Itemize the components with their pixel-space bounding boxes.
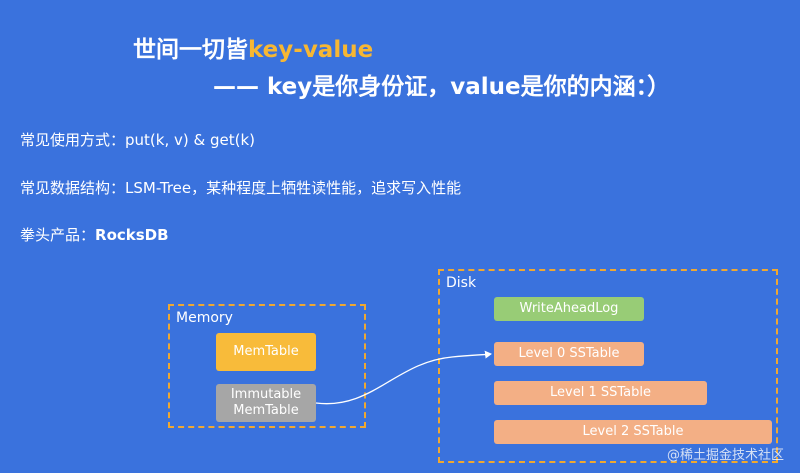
- flush-arrow-path: [315, 350, 492, 405]
- disk-region: Disk: [438, 269, 778, 463]
- write-ahead-log-block: WriteAheadLog: [494, 297, 644, 321]
- usage-value: put(k, v) & get(k): [125, 131, 255, 149]
- title-line-2: —— key是你身份证，value是你的内涵：）: [213, 74, 671, 100]
- level1-sstable-block: Level 1 SSTable: [494, 381, 707, 405]
- structure-line: 常见数据结构：LSM-Tree，某种程度上牺牲读性能，追求写入性能: [20, 177, 461, 198]
- title-prefix: 世间一切皆: [133, 37, 248, 63]
- disk-label: Disk: [446, 275, 477, 291]
- product-label: 拳头产品：: [20, 226, 96, 244]
- watermark: @稀土掘金技术社区: [666, 448, 784, 463]
- usage-label: 常见使用方式：: [20, 131, 126, 149]
- level2-sstable-block: Level 2 SSTable: [494, 420, 772, 444]
- memtable-block: MemTable: [216, 333, 316, 371]
- structure-label: 常见数据结构：: [20, 179, 126, 197]
- immutable-line-2: MemTable: [233, 403, 299, 418]
- title-line-1: 世间一切皆key-value: [133, 30, 373, 64]
- memory-label: Memory: [176, 310, 233, 326]
- product-value: RocksDB: [95, 226, 169, 244]
- structure-value: LSM-Tree，某种程度上牺牲读性能，追求写入性能: [125, 179, 462, 197]
- usage-line: 常见使用方式：put(k, v) & get(k): [20, 129, 255, 150]
- product-line: 拳头产品：RocksDB: [20, 224, 169, 245]
- immutable-line-1: Immutable: [230, 387, 302, 403]
- title-accent: key-value: [248, 37, 374, 63]
- level0-sstable-block: Level 0 SSTable: [494, 342, 644, 366]
- immutable-memtable-block: Immutable MemTable: [216, 384, 316, 422]
- memory-region: Memory: [168, 304, 366, 428]
